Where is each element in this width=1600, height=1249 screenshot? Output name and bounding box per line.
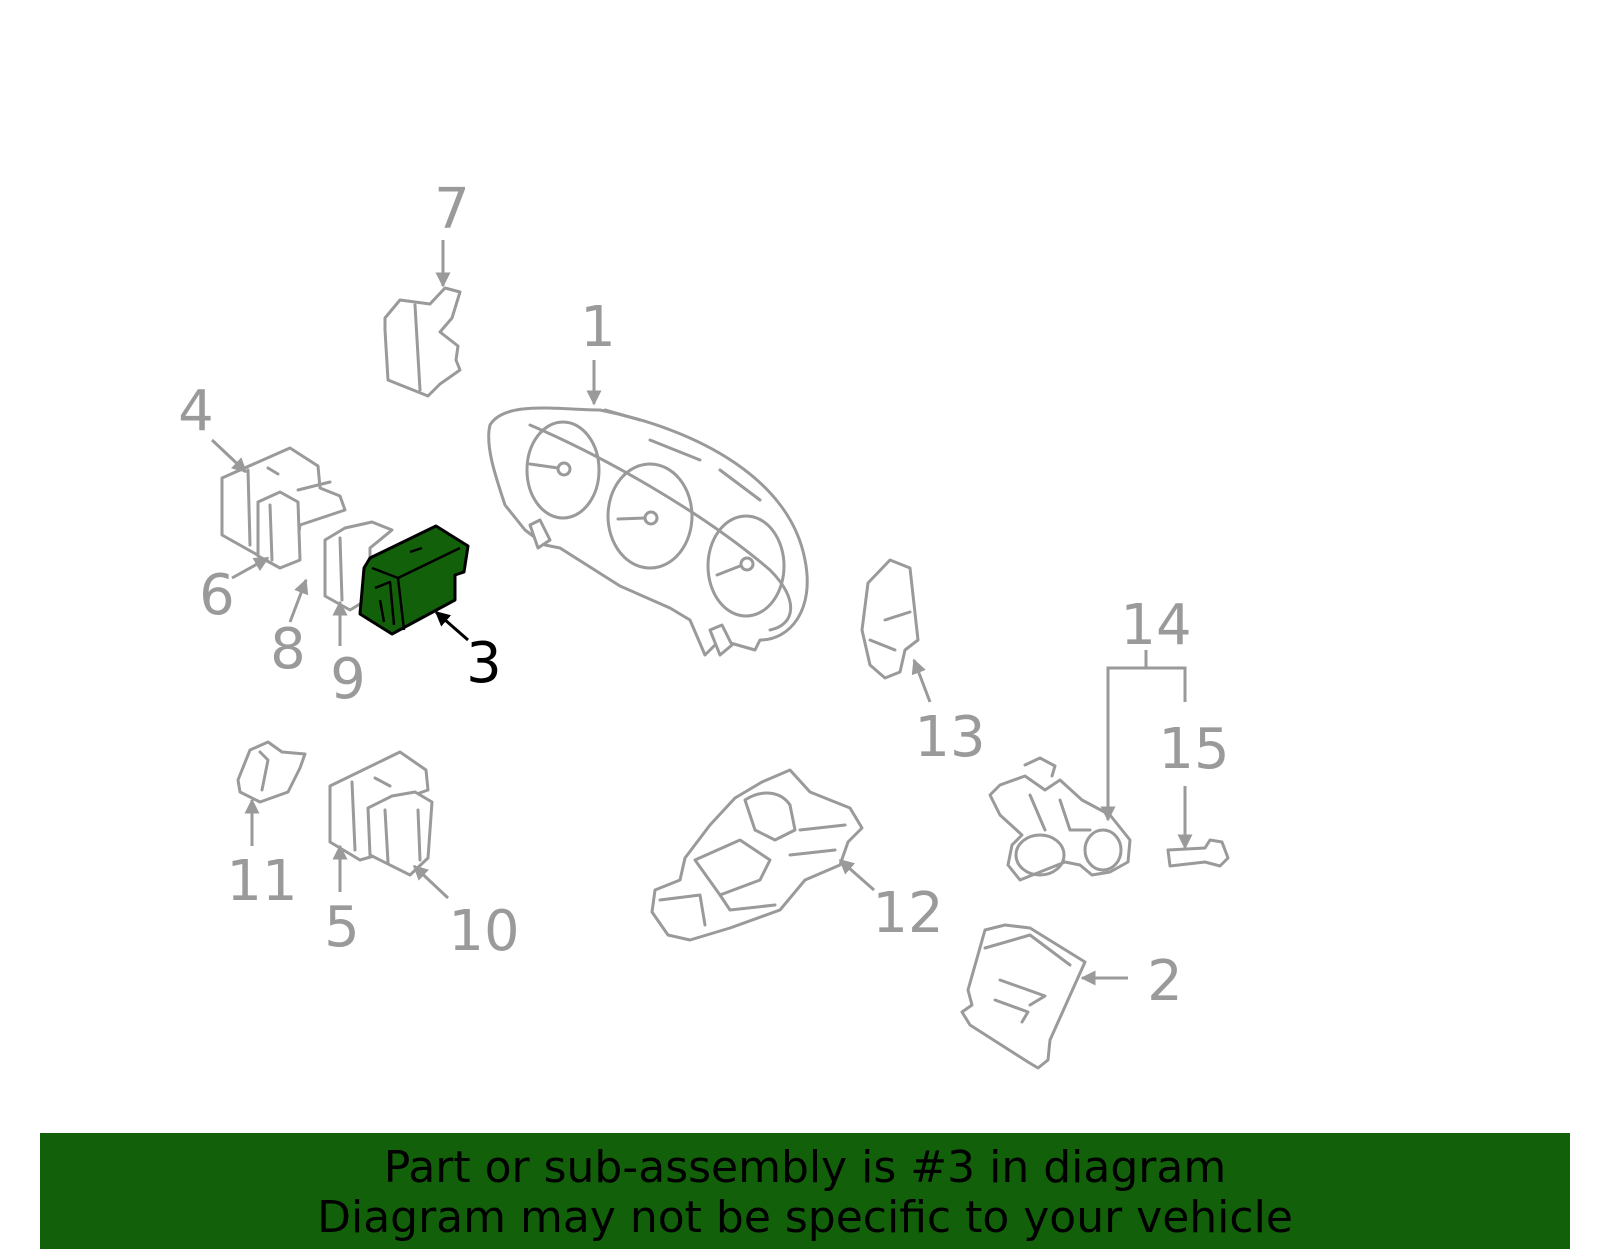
callout-12: 12 (872, 881, 943, 946)
part-1-instrument-cluster (487, 406, 809, 657)
part-15-pin (1166, 838, 1230, 868)
leader-lines (210, 240, 1193, 986)
callout-14: 14 (1120, 593, 1191, 658)
callout-8: 8 (270, 617, 306, 682)
callout-10: 10 (448, 899, 519, 964)
callout-9: 9 (330, 647, 366, 712)
callout-3-highlighted: 3 (466, 631, 502, 696)
notice-banner: Part or sub-assembly is #3 in diagram Di… (40, 1133, 1570, 1249)
part-11-knob (236, 740, 307, 804)
part-12-combination-switch (650, 768, 864, 942)
part-2-module (960, 923, 1087, 1070)
callout-4: 4 (178, 379, 214, 444)
part-14-ignition-lock (988, 756, 1132, 882)
part-3-highlighted-switch (358, 524, 470, 636)
part-7-bracket (383, 286, 462, 398)
callout-1: 1 (580, 295, 616, 360)
banner-line-1: Part or sub-assembly is #3 in diagram (383, 1142, 1227, 1193)
callout-7: 7 (434, 177, 470, 242)
part-10-switch (366, 790, 434, 877)
callout-6: 6 (199, 563, 235, 628)
callout-15: 15 (1158, 717, 1229, 782)
part-13-switch (860, 558, 920, 680)
banner-line-2: Diagram may not be specific to your vehi… (317, 1192, 1293, 1243)
callout-5: 5 (324, 895, 360, 960)
callout-labels: 7 1 4 6 8 9 3 11 5 10 12 13 14 15 2 (178, 177, 1229, 1014)
callout-13: 13 (914, 705, 985, 770)
part-6-switch (256, 490, 302, 570)
callout-11: 11 (226, 849, 297, 914)
callout-2: 2 (1147, 949, 1183, 1014)
